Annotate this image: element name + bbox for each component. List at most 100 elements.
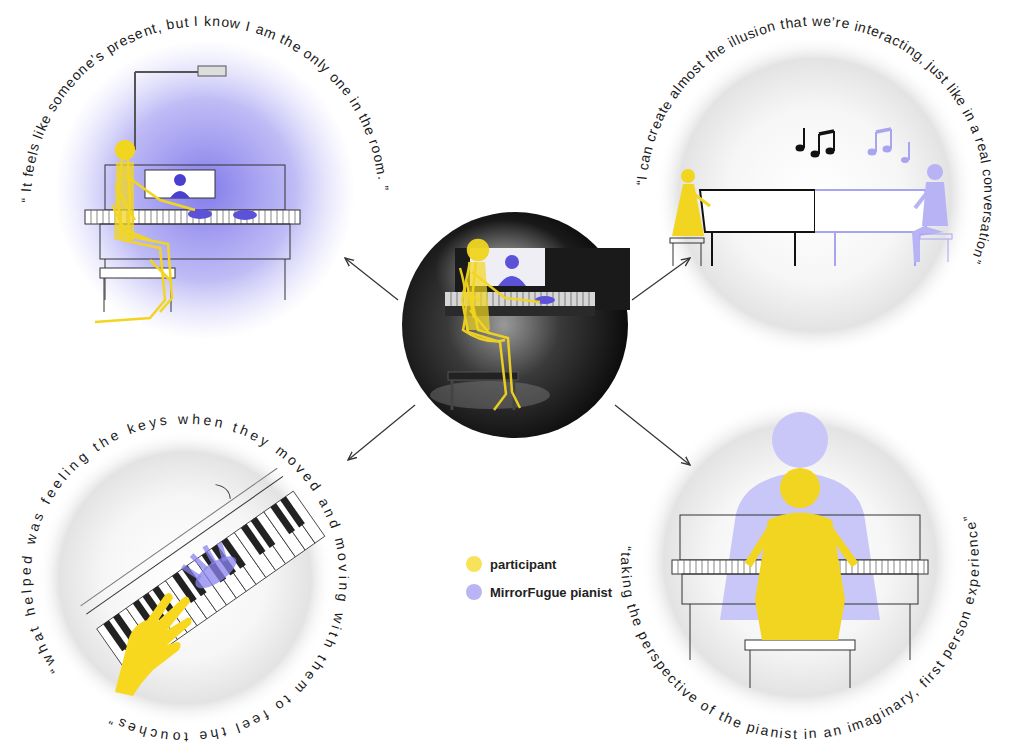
perspective-illustration-part-part xyxy=(726,560,727,574)
center-photo-part xyxy=(448,372,518,380)
perspective-illustration-part-part xyxy=(696,560,697,574)
conversation-illustration-part xyxy=(875,132,877,152)
quote-letter: s xyxy=(784,726,792,740)
presence-illustration-part-part xyxy=(217,210,218,224)
conversation-illustration-part xyxy=(915,194,926,208)
arrow xyxy=(345,258,690,465)
perspective-illustration-part xyxy=(750,650,751,688)
perspective-illustration-part xyxy=(910,604,911,660)
touch-illustration xyxy=(68,450,325,696)
quote-letter xyxy=(21,547,35,553)
perspective-illustration-part-part xyxy=(720,560,721,574)
quote-letter: I xyxy=(634,175,648,180)
quote-letter xyxy=(330,529,345,537)
center-photo-part xyxy=(451,380,454,410)
perspective-illustration-part-part xyxy=(894,560,895,574)
conversation-illustration-part xyxy=(818,134,820,154)
conversation-illustration-part xyxy=(794,232,796,266)
quote-letter: l xyxy=(19,590,33,594)
center-photo-part xyxy=(466,262,490,330)
presence-illustration-part-part xyxy=(169,210,170,224)
touch-illustration-part-part xyxy=(86,476,283,614)
circle-background-part xyxy=(655,35,975,355)
perspective-illustration xyxy=(672,412,928,688)
quote-letter: t xyxy=(220,725,227,740)
presence-illustration-part-part xyxy=(229,210,230,224)
quote-circle: “I can create almost the illusion that w… xyxy=(621,1,1009,389)
quote-letter xyxy=(224,417,232,432)
quote-letter: t xyxy=(619,552,633,556)
conversation-illustration-part xyxy=(920,234,952,239)
quote-letter xyxy=(189,14,194,28)
perspective-illustration-part-part xyxy=(888,560,889,574)
touch-illustration-part-part xyxy=(115,593,192,696)
conversation-illustration-part xyxy=(694,194,710,206)
quote-letter: e xyxy=(823,14,832,29)
perspective-illustration-part-part xyxy=(870,560,871,574)
quote-letter: e xyxy=(966,569,981,578)
presence-illustration-part xyxy=(233,210,257,220)
quote-letter: g xyxy=(622,588,637,598)
quote-letter: t xyxy=(327,630,341,639)
quote-letter: i xyxy=(967,558,981,561)
presence-illustration-part-part xyxy=(163,210,164,224)
quote-letter: n xyxy=(966,539,981,548)
quote-letter: n xyxy=(337,582,351,591)
quote-letter: e xyxy=(963,521,978,531)
conversation-illustration-part xyxy=(701,243,702,266)
quote-letter: y xyxy=(258,432,271,448)
quote-letter: e xyxy=(107,428,120,444)
quote-letter: t xyxy=(19,182,33,187)
quote-letter: e xyxy=(19,567,33,575)
quote-letter: n xyxy=(213,415,224,430)
presence-illustration-part-part xyxy=(145,210,146,224)
presence-illustration-part-part xyxy=(97,210,98,224)
quote-letter xyxy=(25,618,40,626)
quote-letter xyxy=(227,723,235,738)
quote-letter: m xyxy=(373,162,389,176)
center-photo-part-part xyxy=(559,292,560,306)
quote-letter: m xyxy=(292,678,310,696)
quote-letter xyxy=(807,14,811,28)
quote-letter: e xyxy=(966,549,980,557)
presence-illustration xyxy=(85,66,300,322)
center-photo-part-part xyxy=(457,292,458,306)
quote-letter: i xyxy=(779,726,784,740)
conversation-illustration-part xyxy=(908,142,910,160)
quote-letter: a xyxy=(619,557,633,565)
quote-letter: w xyxy=(22,533,38,546)
presence-illustration-part xyxy=(95,141,195,322)
quote-letter: m xyxy=(332,537,348,551)
quote-letter: h xyxy=(784,15,794,30)
center-photo-part-part xyxy=(529,292,530,306)
quote-letter: s xyxy=(159,413,168,428)
touch-illustration-part-part xyxy=(283,491,324,543)
quote-letter: w xyxy=(178,412,188,426)
touch-illustration-part-part xyxy=(215,481,232,501)
quote-letter: i xyxy=(804,727,808,741)
quote-letter: “ xyxy=(19,198,33,203)
quote-letter: d xyxy=(307,479,323,493)
presence-illustration-part xyxy=(134,72,136,150)
presence-illustration-part xyxy=(104,278,105,312)
quote-letter: e xyxy=(251,712,264,728)
conversation-illustration-part xyxy=(803,128,805,148)
conversation-illustration-part xyxy=(673,243,674,266)
quote-letter: i xyxy=(329,624,343,631)
conversation-illustration-part xyxy=(927,164,943,180)
quote-letter: u xyxy=(160,728,170,743)
center-photo-part-part xyxy=(468,240,488,260)
presence-illustration-part xyxy=(170,191,190,198)
center-photo-part xyxy=(430,381,550,409)
quote-letter: v xyxy=(982,194,996,201)
touch-illustration-part xyxy=(115,593,192,696)
quote-circle: “taking the perspective of the pianist i… xyxy=(598,358,1002,755)
conversation-illustration-part xyxy=(890,129,892,149)
circle-background xyxy=(37,35,975,726)
quote-letter: c xyxy=(636,162,651,171)
quote-letter: p xyxy=(965,578,980,588)
conversation-illustration-part xyxy=(834,232,836,266)
quote-letter: h xyxy=(191,412,200,426)
